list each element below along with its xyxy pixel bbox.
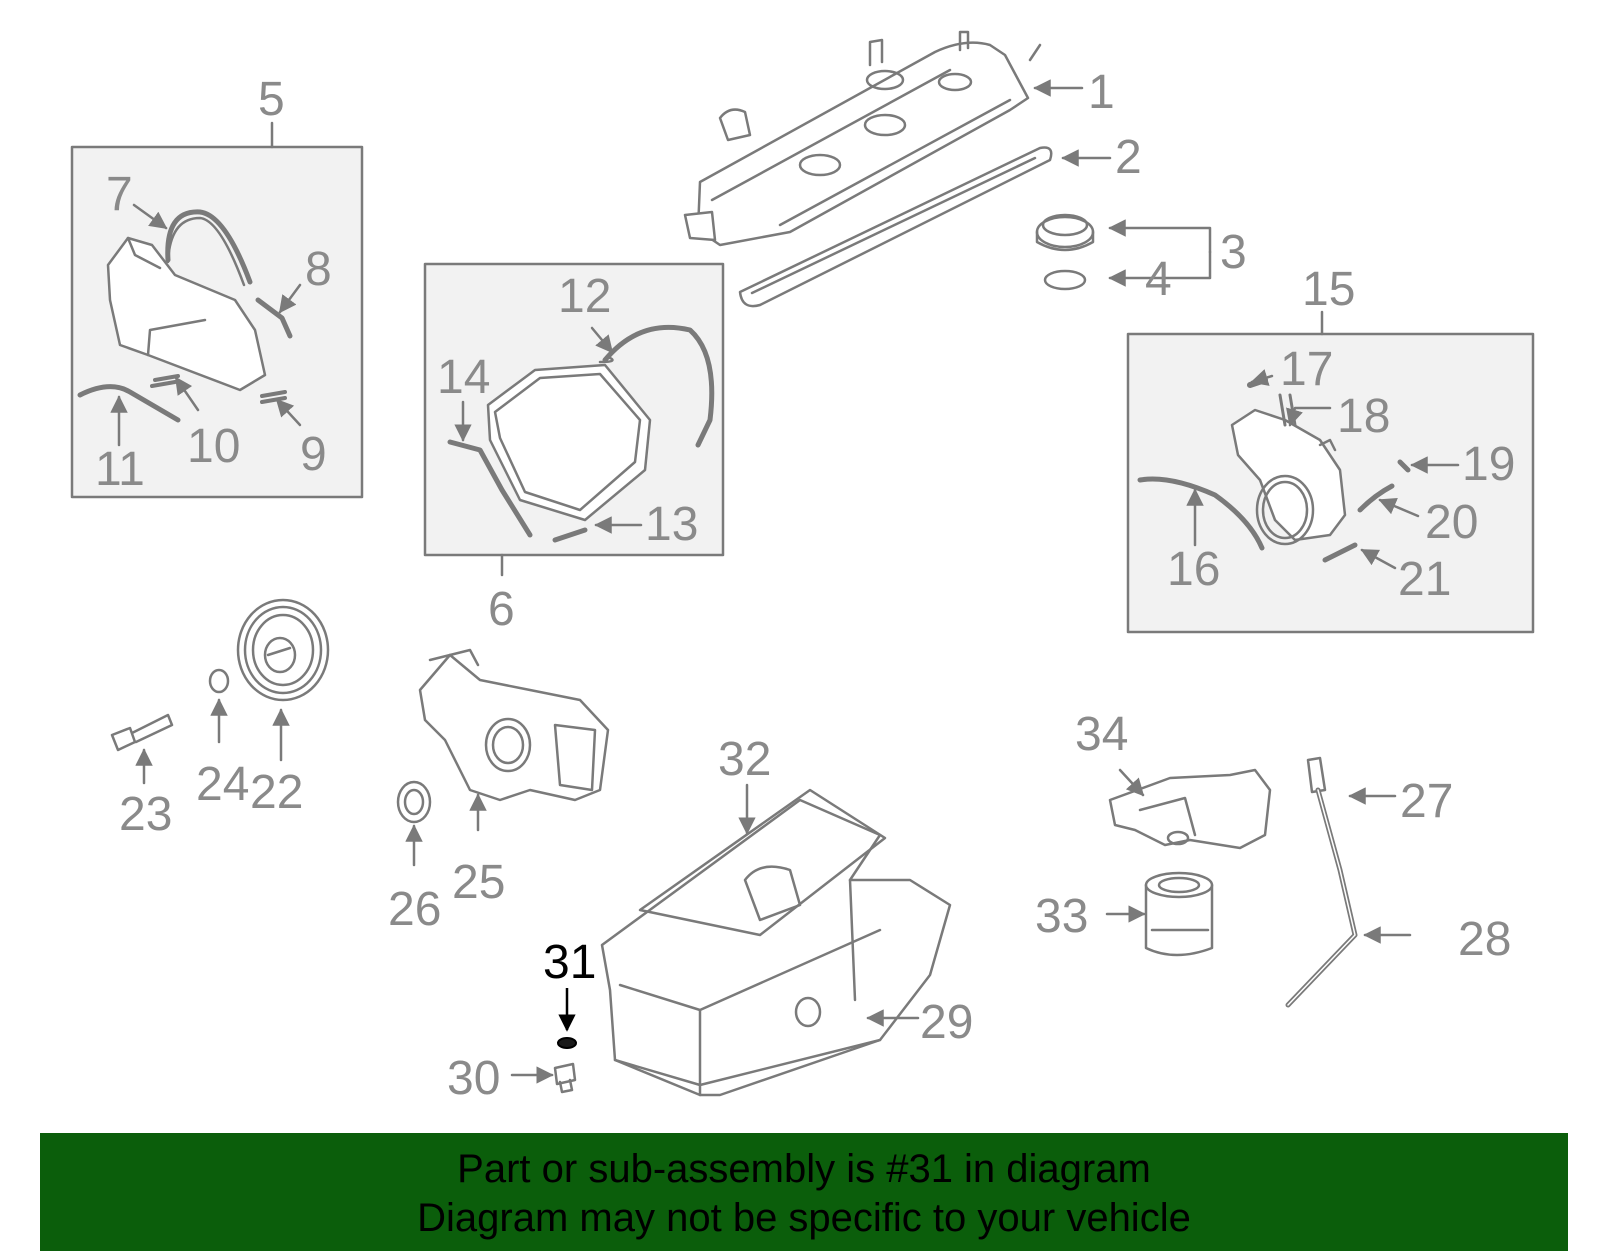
callout-6: 6 <box>488 583 515 636</box>
callout-7: 7 <box>106 168 133 221</box>
callout-19: 19 <box>1462 438 1515 491</box>
callout-28: 28 <box>1458 913 1511 966</box>
callout-10: 10 <box>187 420 240 473</box>
callout-25: 25 <box>452 856 505 909</box>
rear-seal-housing-part <box>1137 377 1411 563</box>
timing-cover-upper-part <box>77 209 293 423</box>
callout-11: 11 <box>95 443 145 496</box>
callout-18: 18 <box>1337 390 1390 443</box>
callout-13: 13 <box>645 498 698 551</box>
callout-16: 16 <box>1167 543 1220 596</box>
callout-23: 23 <box>119 788 172 841</box>
timing-cover-lower-part <box>447 324 715 543</box>
callout-31: 31 <box>543 936 596 989</box>
callout-4: 4 <box>1145 253 1172 306</box>
callout-30: 30 <box>447 1052 500 1105</box>
crankshaft-pulley-part <box>236 598 330 702</box>
callout-27: 27 <box>1400 775 1453 828</box>
info-banner: Part or sub-assembly is #31 in diagram D… <box>40 1133 1568 1251</box>
drain-plug-gasket-part <box>557 1037 577 1049</box>
callout-33: 33 <box>1035 890 1088 943</box>
callout-1: 1 <box>1088 66 1115 119</box>
callout-26: 26 <box>388 883 441 936</box>
callout-21: 21 <box>1398 553 1451 606</box>
banner-line-2: Diagram may not be specific to your vehi… <box>417 1196 1191 1240</box>
valve-cover-gasket-part <box>738 146 1053 308</box>
callout-17: 17 <box>1280 343 1333 396</box>
oil-filter-part <box>1144 871 1214 957</box>
callout-24: 24 <box>196 758 249 811</box>
banner-line-1: Part or sub-assembly is #31 in diagram <box>457 1147 1151 1191</box>
oil-cap-part <box>1035 213 1095 252</box>
leader-arrows <box>110 79 1460 1084</box>
dipstick-part <box>1285 756 1358 1008</box>
callout-8: 8 <box>305 243 332 296</box>
callout-22: 22 <box>250 766 303 819</box>
callout-15: 15 <box>1302 263 1355 316</box>
callout-2: 2 <box>1115 131 1142 184</box>
oil-pan-part <box>600 788 952 1097</box>
callout-3: 3 <box>1220 226 1247 279</box>
pulley-bolt-part <box>110 713 174 752</box>
oil-cap-seal-part <box>1043 269 1087 291</box>
pulley-washer-part <box>208 668 230 694</box>
callout-29: 29 <box>920 996 973 1049</box>
valve-cover-part <box>683 30 1042 247</box>
oil-filter-housing-part <box>1108 768 1272 850</box>
callout-32: 32 <box>718 733 771 786</box>
callout-14: 14 <box>437 351 490 404</box>
callout-34: 34 <box>1075 708 1128 761</box>
callout-9: 9 <box>300 428 327 481</box>
callout-12: 12 <box>558 270 611 323</box>
engine-parts-diagram: 1 2 3 4 5 6 7 8 9 10 11 12 13 14 15 16 1… <box>70 30 1535 1105</box>
front-seal-part <box>396 780 432 824</box>
callout-5: 5 <box>258 73 285 126</box>
oil-pump-part <box>418 648 610 802</box>
drain-plug-part <box>553 1062 577 1094</box>
highlighted-part-31 <box>557 988 577 1049</box>
callout-20: 20 <box>1425 496 1478 549</box>
